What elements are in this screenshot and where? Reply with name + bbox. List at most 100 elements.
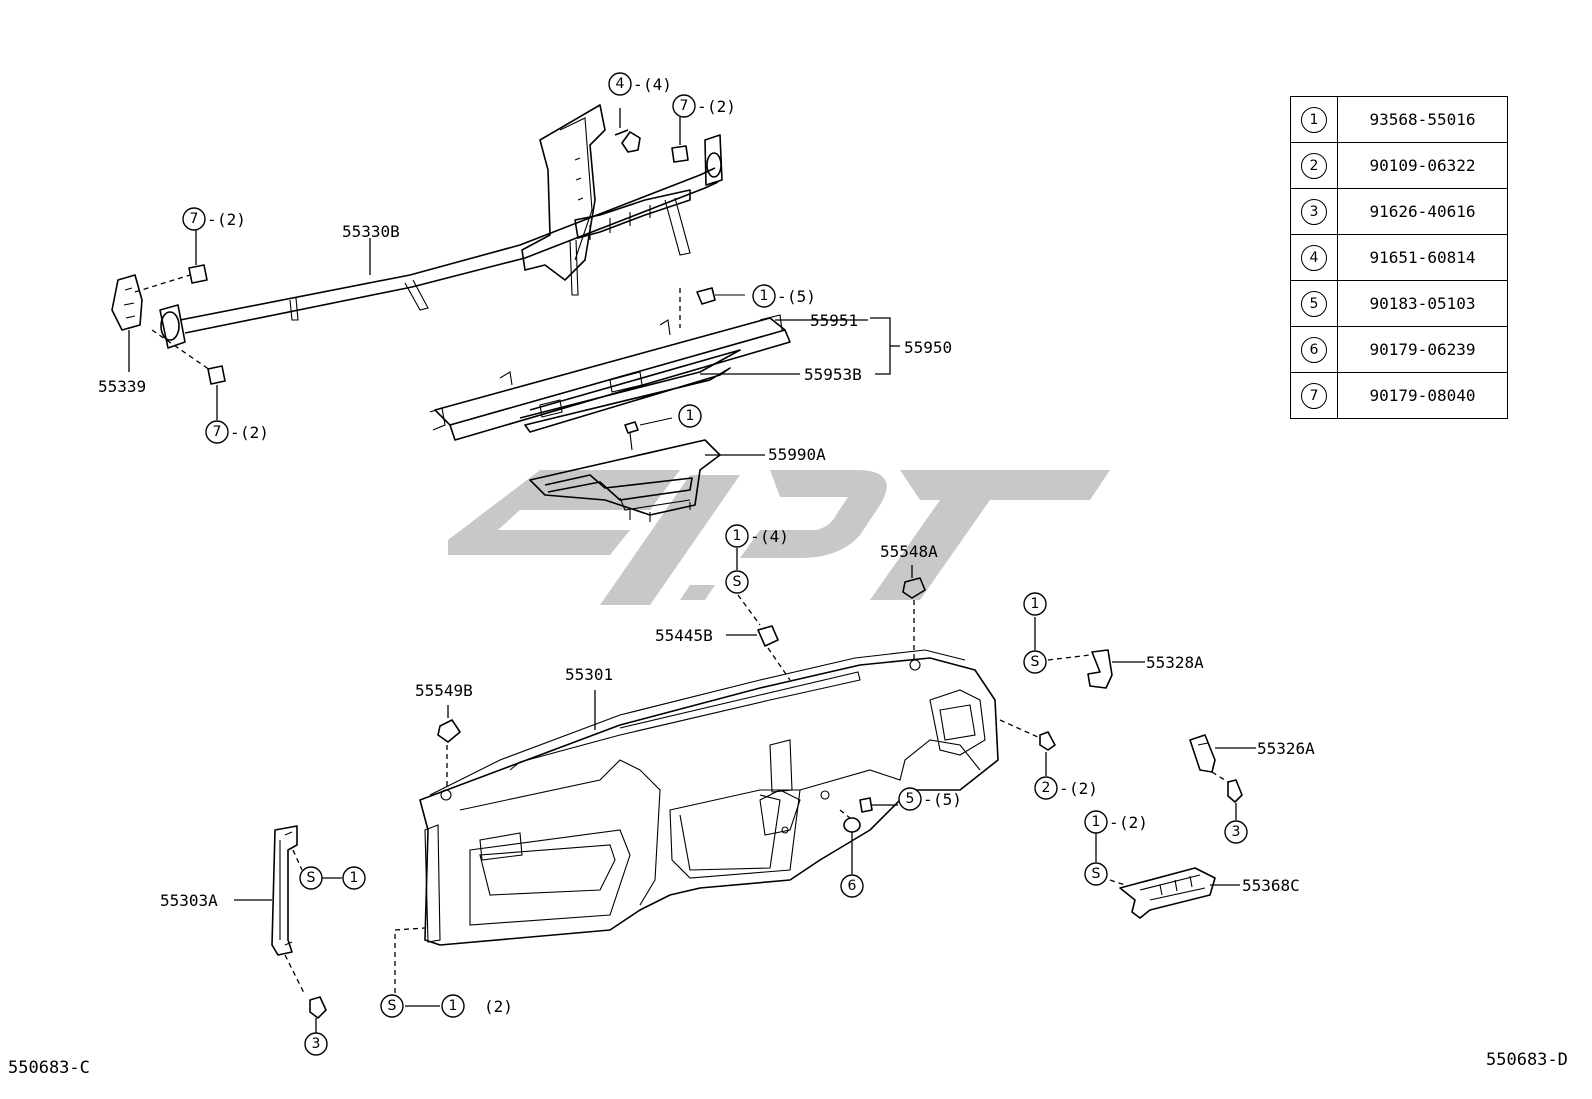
legend-part-number: 91626-40616	[1337, 188, 1508, 235]
instrument-panel-55301	[394, 548, 1056, 1007]
callout-7-left-top: 7 - (2)	[182, 207, 246, 231]
svg-text:S: S	[388, 998, 397, 1014]
legend-part-number: 90179-08040	[1337, 372, 1508, 419]
callout-1-bracket-right: 1 S	[1023, 592, 1047, 674]
label-55953B: 55953B	[804, 365, 862, 384]
svg-text:1: 1	[760, 288, 769, 304]
svg-text:7: 7	[213, 424, 222, 440]
label-55549B: 55549B	[415, 681, 473, 700]
callout-1-bracket-bottom: 1 - (2) S	[1084, 810, 1148, 886]
svg-text:-: -	[697, 97, 707, 116]
svg-text:-: -	[207, 210, 217, 229]
callout-s-1-left: S 1	[299, 866, 366, 890]
svg-text:2: 2	[1042, 780, 1051, 796]
callout-7-upper: 7 - (2)	[672, 94, 736, 145]
label-55990A: 55990A	[768, 445, 826, 464]
legend-part-number: 90183-05103	[1337, 280, 1508, 327]
callout-7-left-bottom: 7 - (2)	[205, 420, 269, 444]
svg-text:(5): (5)	[933, 790, 962, 809]
callout-3-left: 3	[304, 1032, 328, 1056]
drawing-code-right: 550683-D	[1486, 1050, 1568, 1070]
duct-55950	[429, 287, 900, 441]
callout-1-panel: 1	[678, 404, 702, 428]
svg-text:4: 4	[616, 76, 625, 92]
svg-text:1: 1	[449, 998, 458, 1014]
svg-text:3: 3	[1232, 824, 1241, 840]
legend-part-number: 91651-60814	[1337, 234, 1508, 281]
label-55330B: 55330B	[342, 222, 400, 241]
callout-2: 2 - (2)	[1034, 776, 1098, 800]
bracket-55326A	[1189, 734, 1256, 820]
label-55339: 55339	[98, 377, 146, 396]
label-55328A: 55328A	[1146, 653, 1204, 672]
svg-text:3: 3	[312, 1036, 321, 1052]
callout-1-clip: 1 - (4) S	[725, 524, 789, 594]
svg-text:(2): (2)	[1069, 779, 1098, 798]
legend-key: 5	[1290, 280, 1338, 327]
svg-text:(2): (2)	[484, 997, 513, 1016]
svg-text:-: -	[1059, 779, 1069, 798]
legend-key: 2	[1290, 142, 1338, 189]
label-55548A: 55548A	[880, 542, 938, 561]
label-55326A: 55326A	[1257, 739, 1315, 758]
svg-text:5: 5	[906, 791, 915, 807]
label-55951: 55951	[810, 311, 858, 330]
svg-text:-: -	[230, 423, 240, 442]
legend-key: 6	[1290, 326, 1338, 373]
svg-text:(2): (2)	[240, 423, 269, 442]
panel-55990A	[529, 417, 765, 522]
label-55368C: 55368C	[1242, 876, 1300, 895]
svg-text:6: 6	[848, 878, 857, 894]
svg-text:S: S	[1092, 866, 1101, 882]
label-55950: 55950	[904, 338, 952, 357]
label-55303A: 55303A	[160, 891, 218, 910]
bracket-55303A	[234, 825, 342, 1033]
svg-text:-: -	[923, 790, 933, 809]
legend-key: 4	[1290, 234, 1338, 281]
svg-text:-: -	[750, 527, 760, 546]
drawing-code-left: 550683-C	[8, 1058, 90, 1078]
callout-5: 5 - (5)	[898, 787, 962, 811]
label-55301: 55301	[565, 665, 613, 684]
svg-text:(2): (2)	[217, 210, 246, 229]
callout-3-right: 3	[1224, 820, 1248, 844]
legend-key: 1	[1290, 96, 1338, 143]
label-55445B: 55445B	[655, 626, 713, 645]
watermark-logo	[448, 470, 1110, 605]
svg-text:-: -	[777, 287, 787, 306]
svg-text:S: S	[307, 870, 316, 886]
legend-key: 7	[1290, 372, 1338, 419]
svg-text:-: -	[1109, 813, 1119, 832]
legend-part-number: 93568-55016	[1337, 96, 1508, 143]
legend-part-number: 90179-06239	[1337, 326, 1508, 373]
svg-text:1: 1	[1031, 596, 1040, 612]
bracket-55328A	[1034, 617, 1145, 689]
svg-text:(2): (2)	[707, 97, 736, 116]
svg-text:1: 1	[350, 870, 359, 886]
svg-text:(4): (4)	[760, 527, 789, 546]
svg-text:7: 7	[190, 211, 199, 227]
svg-text:(5): (5)	[787, 287, 816, 306]
svg-text:(2): (2)	[1119, 813, 1148, 832]
svg-text:7: 7	[680, 98, 689, 114]
bracket-55368C	[1095, 833, 1240, 919]
svg-text:1: 1	[733, 528, 742, 544]
svg-text:1: 1	[686, 408, 695, 424]
callout-6: 6	[840, 874, 864, 898]
callout-4: 4 - (4)	[608, 72, 672, 96]
legend-part-number: 90109-06322	[1337, 142, 1508, 189]
reinforcement-55330B	[111, 104, 723, 420]
svg-text:-: -	[633, 75, 643, 94]
svg-text:1: 1	[1092, 814, 1101, 830]
callout-s-1-bottom: S 1 (2)	[380, 994, 513, 1018]
legend-key: 3	[1290, 188, 1338, 235]
